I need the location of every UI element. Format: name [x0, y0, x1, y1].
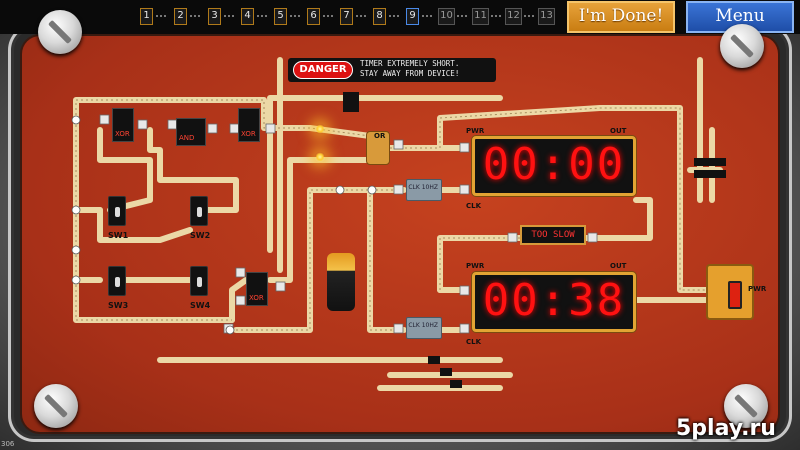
switch-sw1-label: SW1: [108, 231, 129, 240]
level-connector: [389, 15, 399, 17]
xor-gate-label: XOR: [241, 130, 256, 138]
danger-line-2: STAY AWAY FROM DEVICE!: [360, 69, 460, 78]
watermark: 5play.ru: [676, 416, 776, 441]
clock-chip-top: CLK 10HZ: [406, 179, 442, 201]
level-connector: [190, 15, 200, 17]
level-4-button[interactable]: 4: [241, 8, 254, 25]
switch-sw1[interactable]: [108, 196, 126, 226]
screw-bottom-right: [724, 384, 768, 428]
timer-bottom-pwr-label: PWR: [466, 262, 485, 270]
timer-bottom-out-label: OUT: [610, 262, 627, 270]
danger-badge: DANGER: [293, 61, 353, 79]
level-connector: [290, 15, 300, 17]
level-11-button[interactable]: 11: [472, 8, 489, 25]
im-done-button[interactable]: I'm Done!: [567, 1, 675, 33]
level-connector: [524, 15, 534, 17]
level-12-button[interactable]: 12: [505, 8, 522, 25]
xor-gate-label: XOR: [115, 130, 130, 138]
too-slow-display: TOO SLOW: [520, 225, 586, 245]
capacitor: [327, 253, 355, 311]
xor-gate-2: XOR: [238, 108, 260, 142]
level-2-button[interactable]: 2: [174, 8, 187, 25]
timer-top-clk-label: CLK: [466, 202, 482, 210]
and-gate: AND: [176, 118, 206, 146]
level-connector: [457, 15, 467, 17]
danger-sign: DANGER TIMER EXTREMELY SHORT. STAY AWAY …: [288, 58, 496, 82]
indicator-led-1: [315, 124, 325, 134]
danger-line-1: TIMER EXTREMELY SHORT.: [360, 59, 460, 68]
screw-top-right: [720, 24, 764, 68]
level-10-button[interactable]: 10: [438, 8, 455, 25]
indicator-led-2: [315, 152, 325, 162]
corner-number: 306: [1, 440, 15, 448]
switch-sw2[interactable]: [190, 196, 208, 226]
switch-sw4-label: SW4: [190, 301, 211, 310]
level-connector: [356, 15, 366, 17]
power-label: PWR: [748, 285, 767, 293]
timer-bottom-clk-label: CLK: [466, 338, 482, 346]
and-gate-label: AND: [179, 134, 195, 142]
level-13-button[interactable]: 13: [538, 8, 555, 25]
danger-message: TIMER EXTREMELY SHORT. STAY AWAY FROM DE…: [360, 59, 494, 79]
timer-bottom: 00:38: [472, 272, 636, 332]
level-1-button[interactable]: 1: [140, 8, 153, 25]
timer-top-pwr-label: PWR: [466, 127, 485, 135]
level-connector: [156, 15, 166, 17]
or-gate: [366, 131, 390, 165]
power-button[interactable]: [728, 281, 742, 309]
level-selector-bar: [0, 0, 800, 34]
level-8-button[interactable]: 8: [373, 8, 386, 25]
screw-bottom-left: [34, 384, 78, 428]
switch-sw3-label: SW3: [108, 301, 129, 310]
level-5-button[interactable]: 5: [274, 8, 287, 25]
timer-top-display: 00:00: [482, 139, 626, 190]
switch-sw4[interactable]: [190, 266, 208, 296]
xor-gate-label: XOR: [249, 294, 264, 302]
screw-top-left: [38, 10, 82, 54]
clock-chip-bottom: CLK 10HZ: [406, 317, 442, 339]
timer-top: 00:00: [472, 136, 636, 196]
level-3-button[interactable]: 3: [208, 8, 221, 25]
level-6-button[interactable]: 6: [307, 8, 320, 25]
switch-sw3[interactable]: [108, 266, 126, 296]
level-connector: [491, 15, 501, 17]
or-gate-label: OR: [374, 132, 386, 140]
level-7-button[interactable]: 7: [340, 8, 353, 25]
timer-top-out-label: OUT: [610, 127, 627, 135]
level-connector: [257, 15, 267, 17]
switch-sw2-label: SW2: [190, 231, 211, 240]
level-connector: [323, 15, 333, 17]
xor-gate-1: XOR: [112, 108, 134, 142]
level-connector: [422, 15, 432, 17]
level-connector: [224, 15, 234, 17]
level-9-button[interactable]: 9: [406, 8, 419, 25]
xor-gate-3: XOR: [246, 272, 268, 306]
timer-bottom-display: 00:38: [482, 275, 626, 326]
